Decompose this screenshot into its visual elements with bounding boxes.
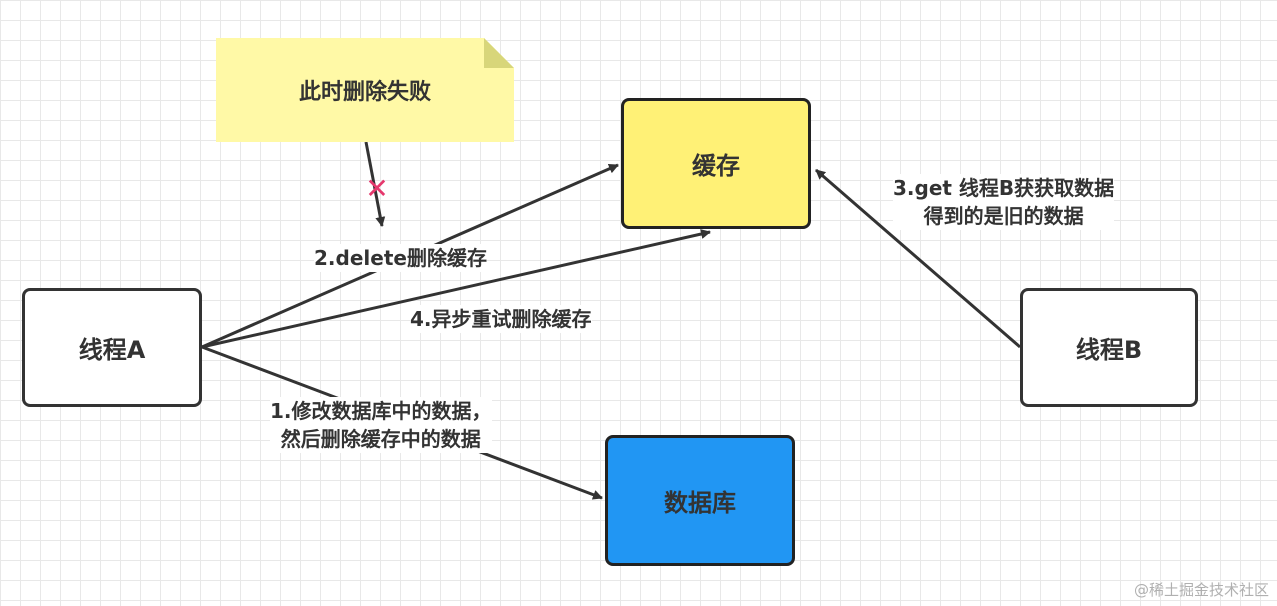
node-thread-b: 线程B (1020, 288, 1198, 407)
edge-label-update-db: 1.修改数据库中的数据， 然后删除缓存中的数据 (270, 397, 492, 453)
node-database-label: 数据库 (664, 489, 736, 517)
edge-label-retry-delete: 4.异步重试删除缓存 (410, 305, 592, 333)
edge-label-delete-cache: 2.delete删除缓存 (314, 244, 487, 272)
watermark: @稀土掘金技术社区 (1133, 581, 1269, 599)
note-fold-corner (484, 38, 514, 68)
node-database: 数据库 (605, 435, 795, 566)
cross-icon: ✕ (365, 172, 389, 205)
node-cache: 缓存 (621, 98, 811, 229)
edge-label-get: 3.get 线程B获获取数据 得到的是旧的数据 (893, 174, 1115, 230)
edge-label-get-line2: 得到的是旧的数据 (923, 204, 1084, 228)
node-thread-a: 线程A (22, 288, 202, 407)
sticky-note: 此时删除失败 (216, 38, 514, 142)
node-cache-label: 缓存 (692, 152, 740, 180)
edge-label-get-line1: 3.get 线程B获获取数据 (893, 176, 1115, 200)
edge-label-update-db-line1: 1.修改数据库中的数据， (270, 399, 492, 423)
note-text: 此时删除失败 (298, 80, 431, 105)
node-thread-b-label: 线程B (1075, 336, 1143, 364)
edge-label-update-db-line2: 然后删除缓存中的数据 (280, 427, 481, 451)
node-thread-a-label: 线程A (78, 336, 146, 364)
